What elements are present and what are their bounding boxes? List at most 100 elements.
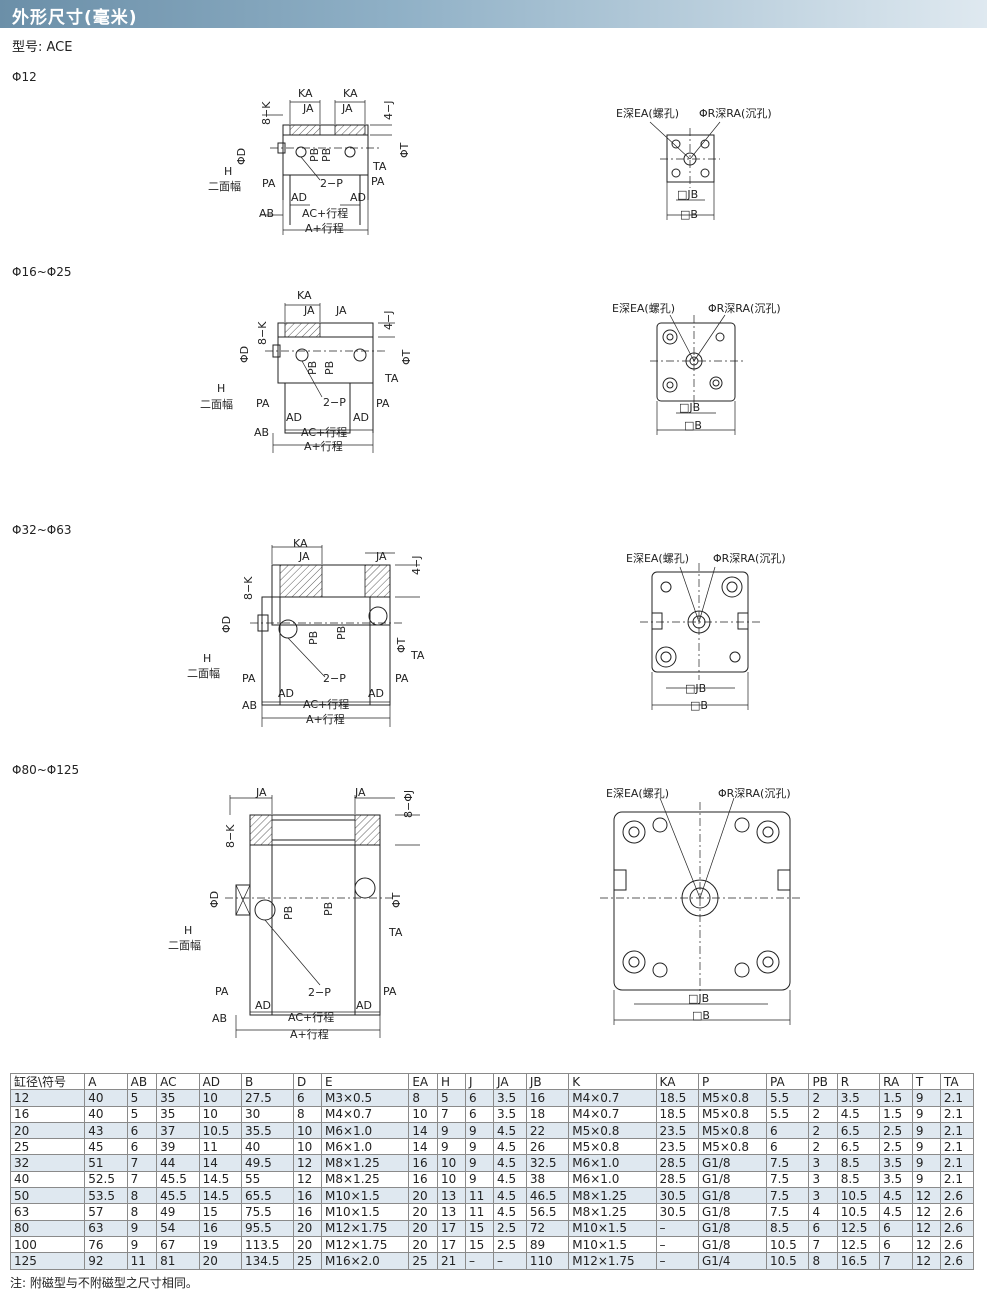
table-cell: 10.5 [766,1235,810,1254]
table-cell: 3.5 [879,1170,913,1189]
table-cell: M5×0.8 [697,1105,768,1123]
table-cell: 23.5 [655,1121,699,1140]
table-cell: M3×0.5 [321,1089,410,1107]
dim-ja-7: JA [255,786,267,799]
label-two-face: 二面幅 [208,180,241,193]
table-cell: 6 [464,1105,495,1123]
table-cell: 30.5 [655,1187,699,1205]
dim-pa-4: PA [376,397,390,410]
table-cell: 113.5 [240,1235,295,1254]
table-cell: 51 [84,1154,128,1172]
side-view-phi16-25 [265,303,395,453]
table-header-cell: D [292,1072,323,1091]
table-cell: 28.5 [655,1154,699,1172]
table-cell: 4.5 [836,1105,881,1123]
table-cell: 95.5 [240,1219,295,1237]
dim-ad-8: AD [356,999,372,1012]
table-cell: 40 [84,1089,128,1107]
table-cell: G1/8 [697,1170,768,1189]
table-cell: 3 [808,1187,838,1205]
table-cell: 8 [808,1252,838,1270]
dim-ad-4: AD [353,411,369,424]
table-cell: 16 [525,1089,570,1107]
table-cell: 12 [911,1219,941,1237]
dim-h: H [224,165,232,178]
dim-pa-5: PA [242,672,256,685]
table-cell: 2.6 [939,1219,975,1237]
table-cell: M5×0.8 [697,1121,768,1140]
dim-j8: 8−ΦJ [402,790,415,818]
table-cell: 100 [9,1235,86,1254]
table-cell: 2.6 [939,1235,975,1254]
table-cell: – [493,1252,527,1270]
table-cell: M10×1.5 [568,1235,657,1254]
table-cell: M6×1.0 [568,1154,657,1172]
dim-pa-6: PA [395,672,409,685]
table-cell: 6 [464,1089,495,1107]
table-cell: 9 [911,1105,941,1123]
dim-pb-2: PB [320,148,333,162]
table-cell: 81 [156,1252,200,1270]
table-cell: M8×1.25 [568,1203,657,1221]
table-cell: 134.5 [240,1252,295,1270]
table-cell: 10.5 [766,1252,810,1270]
table-cell: M5×0.8 [697,1138,768,1156]
table-cell: 9 [911,1138,941,1156]
table-header-cell: PA [766,1072,810,1091]
table-cell: 125 [9,1252,86,1270]
dim-ja-2: JA [341,102,353,115]
table-cell: 49 [156,1203,200,1221]
table-cell: 2.1 [939,1105,975,1123]
table-cell: G1/8 [697,1235,768,1254]
dim-b: □B [680,208,698,221]
table-cell: 9 [911,1089,941,1107]
table-cell: 6.5 [836,1121,881,1140]
table-cell: 15 [464,1235,495,1254]
table-cell: 2.1 [939,1138,975,1156]
section-label-phi80-125: Φ80~Φ125 [12,763,80,777]
table-cell: 5.5 [766,1089,810,1107]
dim-k-4: 8−K [224,824,237,848]
table-cell: 7 [126,1170,158,1189]
table-cell: 18.5 [655,1105,699,1123]
dim-ac-2: AC+行程 [301,426,347,439]
end-view-phi16-25 [650,314,745,435]
table-cell: 9 [911,1170,941,1189]
dim-pb-8: PB [322,902,335,916]
table-cell: 11 [464,1187,495,1205]
dim-ab-2: AB [254,426,269,439]
table-cell: G1/8 [697,1219,768,1237]
table-cell: 19 [198,1235,242,1254]
table-cell: 32 [9,1154,86,1172]
table-cell: 8 [126,1187,158,1205]
table-cell: G1/8 [697,1154,768,1172]
dim-t: ΦT [398,142,411,158]
dim-j-3: 4−J [410,556,423,575]
dim-ta: TA [372,160,387,173]
page-title: 外形尺寸(毫米) [12,8,138,28]
table-cell: 65.5 [240,1187,295,1205]
dim-ja-5: JA [298,550,310,563]
table-cell: 25 [292,1252,323,1270]
dim-j-2: 4−J [382,311,395,330]
table-cell: 23.5 [655,1138,699,1156]
label-ra-3: ΦR深RA(沉孔) [713,552,786,565]
table-cell: 5.5 [766,1105,810,1123]
table-cell: 21 [436,1252,467,1270]
dim-ja-3: JA [303,304,315,317]
label-ea-2: E深EA(螺孔) [612,302,675,315]
table-cell: 14 [198,1154,242,1172]
table-cell: 6 [126,1138,158,1156]
table-cell: 6 [879,1219,913,1237]
table-cell: 10 [292,1121,323,1140]
label-ea: E深EA(螺孔) [616,107,679,120]
dim-ka-1: KA [298,87,313,100]
dim-ab-3: AB [242,699,257,712]
dim-d-3: ΦD [220,616,233,633]
table-cell: 9 [464,1138,495,1156]
table-cell: 12 [911,1187,941,1205]
